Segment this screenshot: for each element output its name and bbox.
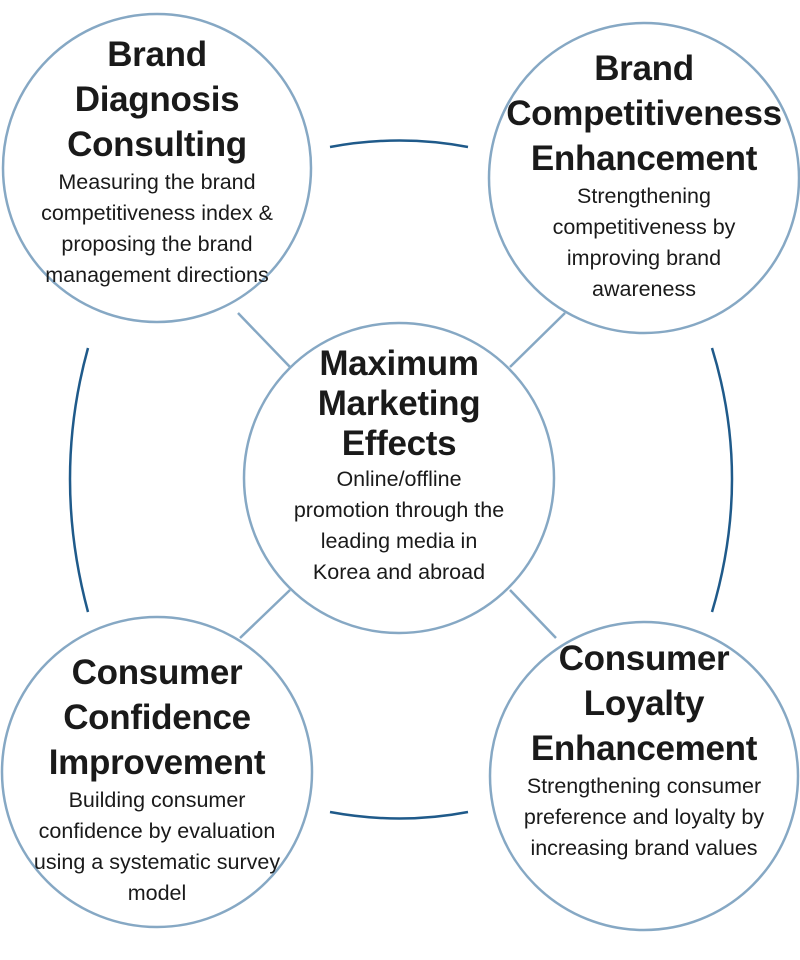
node-brand-diagnosis: Brand Diagnosis Consulting Measuring the… bbox=[17, 32, 297, 291]
circle-top-left bbox=[1, 12, 313, 324]
connector-bottom-right bbox=[509, 589, 557, 639]
arc-top bbox=[329, 139, 469, 149]
arc-bottom bbox=[329, 810, 469, 820]
node-brand-competitiveness: Brand Competitiveness Enhancement Streng… bbox=[494, 46, 794, 305]
circle-top-right bbox=[487, 21, 800, 335]
arc-right bbox=[710, 347, 734, 613]
connector-bottom-left bbox=[239, 589, 291, 639]
node-description: Online/offline promotion through the lea… bbox=[293, 467, 505, 584]
node-consumer-loyalty: Consumer Loyalty Enhancement Strengtheni… bbox=[504, 636, 784, 864]
node-title: Consumer Confidence Improvement bbox=[48, 653, 266, 782]
node-description: Strengthening competitiveness by improvi… bbox=[552, 184, 736, 301]
circle-bottom-right bbox=[488, 620, 800, 932]
node-title: Consumer Loyalty Enhancement bbox=[530, 639, 758, 768]
connector-top-left bbox=[237, 312, 291, 368]
node-description: Building consumer confidence by evaluati… bbox=[33, 788, 281, 905]
node-title: Brand Competitiveness Enhancement bbox=[506, 49, 782, 178]
connector-top-right bbox=[509, 312, 566, 368]
arc-left bbox=[68, 347, 90, 613]
circle-center bbox=[242, 321, 556, 635]
node-description: Measuring the brand competitiveness inde… bbox=[41, 170, 273, 287]
node-description: Strengthening consumer preference and lo… bbox=[523, 774, 765, 860]
node-consumer-confidence: Consumer Confidence Improvement Building… bbox=[17, 650, 297, 909]
circle-bottom-left bbox=[0, 615, 314, 929]
node-title: Maximum Marketing Effects bbox=[317, 344, 481, 463]
node-title: Brand Diagnosis Consulting bbox=[67, 35, 247, 164]
node-maximum-marketing: Maximum Marketing Effects Online/offline… bbox=[284, 344, 514, 588]
